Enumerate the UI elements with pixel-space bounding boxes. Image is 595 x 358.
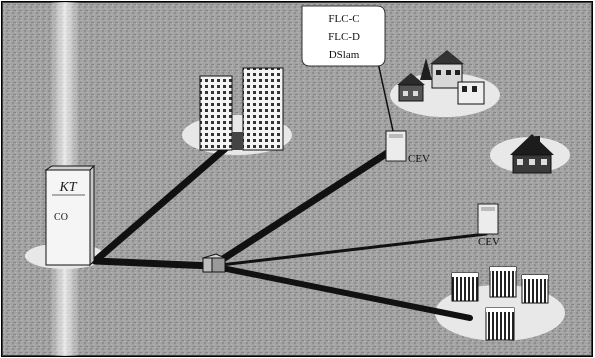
junction-box-icon: [203, 254, 225, 272]
cev-label-lower: CEV: [478, 236, 500, 248]
callout-line-3: DSlam: [329, 49, 360, 61]
callout-bubble: FLC-C FLC-D DSlam: [302, 6, 385, 66]
cev-label-upper: CEV: [408, 153, 430, 165]
callout-line-1: FLC-C: [328, 13, 359, 25]
callout-line-2: FLC-D: [328, 31, 360, 43]
central-office-icon: KT CO: [46, 166, 94, 265]
co-label: CO: [54, 212, 68, 223]
cabinet-icon-lower: CEV: [478, 204, 500, 248]
cable-co-junction: [95, 261, 212, 266]
kt-logo: KT: [58, 180, 77, 195]
